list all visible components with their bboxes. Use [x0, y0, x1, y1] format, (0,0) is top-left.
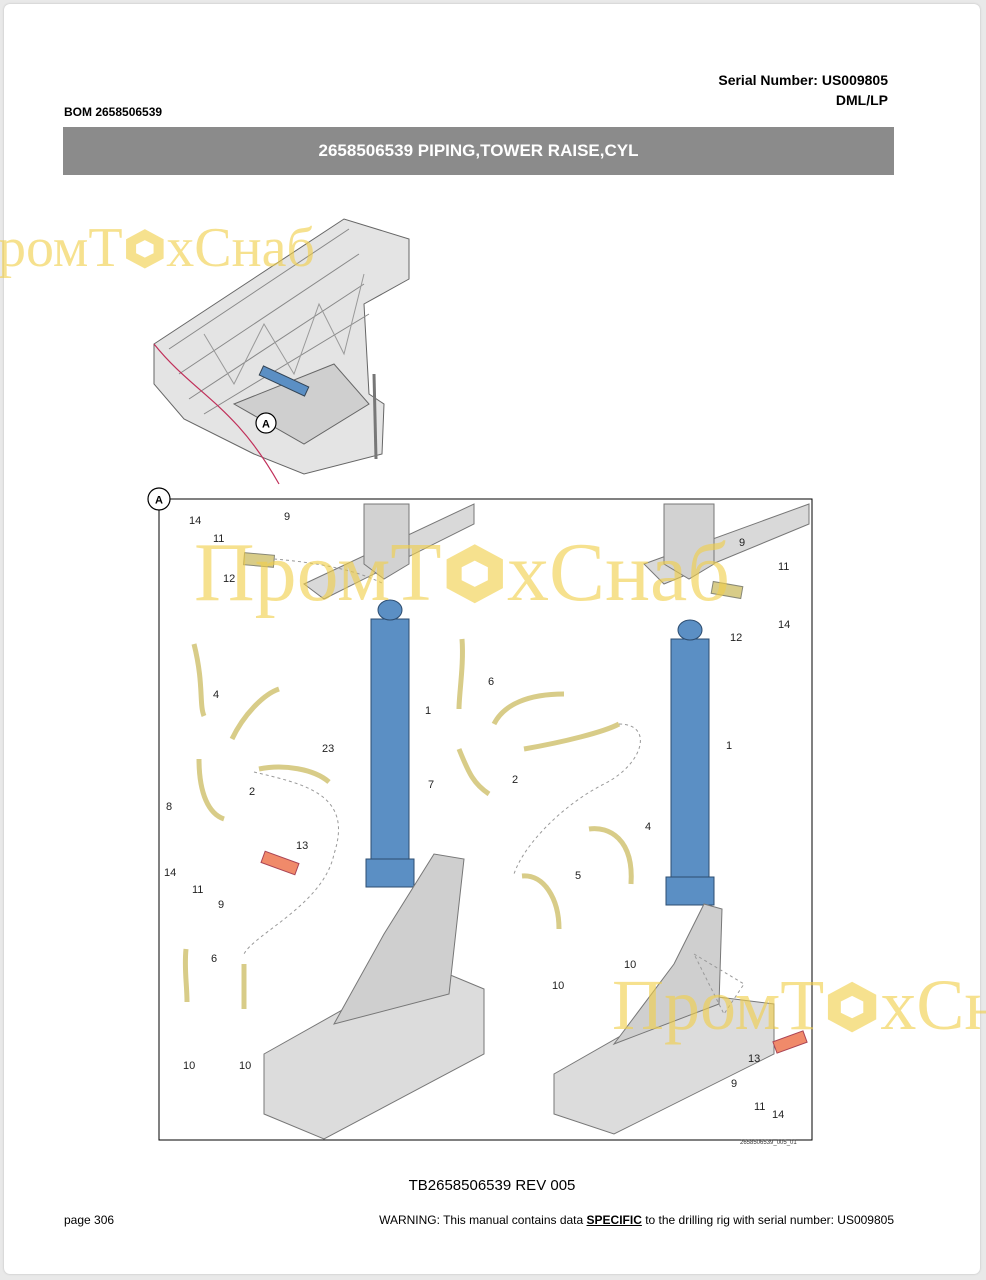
callout: 8: [166, 801, 172, 813]
page-title-bar: 2658506539 PIPING,TOWER RAISE,CYL: [63, 127, 894, 175]
callout: 11: [778, 561, 789, 573]
tower-overview: [153, 218, 410, 485]
page-number: page 306: [64, 1213, 115, 1227]
callout: 10: [183, 1060, 195, 1072]
callout: 2: [249, 786, 255, 798]
callout: 9: [284, 511, 290, 523]
callout: 1: [425, 705, 431, 717]
serial-block: Serial Number: US009805 DML/LP: [718, 70, 888, 110]
callout: 13: [748, 1053, 760, 1065]
left-assembly: [182, 503, 485, 1140]
right-assembly: [456, 503, 810, 1135]
callout: 11: [754, 1101, 765, 1113]
detail-a-label: A: [262, 419, 270, 431]
bom-number: BOM 2658506539: [64, 105, 163, 119]
callout: 12: [730, 632, 742, 644]
callout: 10: [552, 980, 564, 992]
callout: 14: [189, 515, 201, 527]
callout: 11: [213, 533, 224, 545]
callout: 9: [739, 537, 745, 549]
warning-emphasis: SPECIFIC: [586, 1213, 642, 1227]
callout: 14: [772, 1109, 784, 1121]
detail-marker-a: A: [147, 487, 171, 511]
callout: 11: [192, 884, 203, 896]
left-cylinder: [370, 618, 410, 865]
figure-caption: TB2658506539 REV 005: [408, 1177, 576, 1194]
callout: 7: [428, 779, 434, 791]
right-cylinder: [670, 638, 710, 885]
callout: 6: [211, 953, 217, 965]
detail-marker-label: A: [155, 495, 163, 507]
callout: 4: [645, 821, 651, 833]
callout: 12: [223, 573, 235, 585]
callout: 9: [731, 1078, 737, 1090]
page-title: 2658506539 PIPING,TOWER RAISE,CYL: [318, 141, 639, 160]
callout: 9: [218, 899, 224, 911]
hexagon-logo-icon: [442, 531, 508, 604]
callout: 10: [624, 959, 636, 971]
callout: 13: [296, 840, 308, 852]
footer-warning: WARNING: This manual contains data SPECI…: [379, 1213, 894, 1227]
drawing-code: 2658506539_005_01: [740, 1140, 797, 1146]
serial-number: Serial Number: US009805: [718, 72, 888, 88]
callout: 5: [575, 870, 581, 882]
callout: 23: [322, 743, 334, 755]
parts-illustration: A A: [147, 218, 813, 1141]
callout: 1: [726, 740, 732, 752]
detail-frame: [158, 498, 813, 1141]
manual-page: Serial Number: US009805 DML/LP BOM 26585…: [0, 4, 986, 1274]
hexagon-logo-icon: [824, 970, 880, 1032]
callout-numbers: 14 11 9 12 1 4 23 2 8 13 14 11 9 6 10 10…: [164, 511, 790, 1121]
callout: 4: [213, 689, 219, 701]
hexagon-logo-icon: [123, 220, 167, 269]
callout: 6: [488, 676, 494, 688]
callout: 2: [512, 774, 518, 786]
callout: 10: [239, 1060, 251, 1072]
callout: 14: [164, 867, 176, 879]
model-code: DML/LP: [835, 92, 888, 108]
detail-callout-a: A: [255, 412, 277, 434]
callout: 14: [778, 619, 790, 631]
